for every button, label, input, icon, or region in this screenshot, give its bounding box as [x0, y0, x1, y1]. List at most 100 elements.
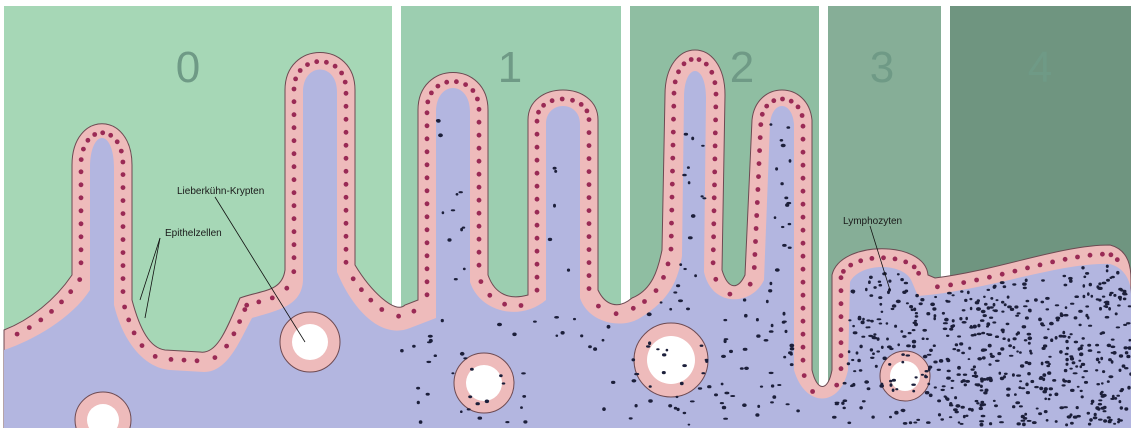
lymphocyte — [847, 362, 850, 365]
lymphocyte — [1070, 389, 1075, 392]
lymphocyte — [783, 356, 786, 359]
epithelial-nucleus — [535, 158, 540, 163]
lymphocyte — [949, 328, 953, 331]
lymphocyte — [1084, 381, 1088, 384]
epithelial-nucleus — [713, 80, 718, 85]
lymphocyte — [768, 289, 772, 292]
epithelial-nucleus — [344, 260, 349, 265]
epithelial-nucleus — [801, 345, 806, 350]
lymphocyte — [873, 333, 876, 335]
epithelial-nucleus — [298, 68, 303, 73]
lymphocyte — [955, 404, 960, 408]
epithelial-nucleus — [642, 299, 647, 304]
lymphocyte — [888, 280, 891, 283]
epithelial-nucleus — [587, 247, 592, 252]
lymphocyte — [1119, 400, 1122, 403]
lymphocyte — [1021, 387, 1025, 389]
epithelial-nucleus — [379, 307, 384, 312]
lymphocyte — [985, 389, 989, 392]
lymphocyte — [648, 399, 653, 402]
lymphocyte — [977, 357, 982, 360]
epithelial-nucleus — [237, 319, 242, 324]
epithelial-nucleus — [801, 241, 806, 246]
epithelial-nucleus — [670, 169, 675, 174]
lymphocyte — [929, 394, 933, 398]
epithelial-nucleus — [1109, 252, 1114, 257]
lymphocyte — [1001, 311, 1004, 313]
lymphocyte — [1069, 279, 1073, 283]
lymphocyte — [901, 353, 905, 356]
epithelial-nucleus — [293, 77, 298, 82]
lymphocyte — [1045, 361, 1050, 364]
lymphocyte — [975, 375, 978, 377]
label-crypts: Lieberkühn-Krypten — [177, 186, 264, 197]
lymphocyte — [1126, 322, 1131, 324]
epithelial-nucleus — [801, 137, 806, 142]
epithelial-nucleus — [425, 253, 430, 258]
crypt-2 — [634, 323, 708, 397]
lymphocyte — [426, 393, 430, 396]
lymphocyte — [922, 329, 927, 332]
lymphocyte — [1006, 323, 1010, 326]
lymphocyte — [1078, 310, 1083, 313]
stage-label-4: 4 — [1028, 43, 1052, 92]
lymphocyte — [602, 407, 606, 411]
lymphocyte — [914, 323, 918, 327]
lymphocyte — [688, 424, 691, 426]
lymphocyte — [922, 337, 925, 340]
lymphocyte — [975, 301, 980, 304]
lymphocyte — [940, 418, 944, 420]
epithelial-nucleus — [412, 309, 417, 314]
epithelial-nucleus — [351, 276, 356, 281]
lymphocyte — [1111, 346, 1116, 349]
lymphocyte — [1022, 325, 1027, 328]
lymphocyte — [915, 294, 919, 297]
epithelial-nucleus — [344, 182, 349, 187]
lymphocyte — [1119, 354, 1123, 357]
lymphocyte — [1032, 421, 1037, 424]
epithelial-nucleus — [676, 69, 681, 74]
lymphocyte — [996, 299, 999, 301]
lymphocyte — [930, 303, 935, 307]
lymphocyte — [962, 309, 966, 311]
lymphocyte — [1123, 298, 1127, 301]
lymphocyte — [686, 308, 690, 311]
lymphocyte — [714, 393, 718, 396]
lymphocyte — [1043, 336, 1048, 339]
lymphocyte — [1013, 337, 1017, 340]
lymphocyte — [502, 382, 506, 384]
lymphocyte — [1074, 316, 1078, 319]
epithelial-nucleus — [79, 234, 84, 239]
lymphocyte — [721, 355, 726, 358]
lymphocyte — [950, 325, 954, 328]
lymphocyte — [769, 123, 772, 126]
lymphocyte — [848, 319, 851, 321]
lymphocyte — [1028, 336, 1033, 340]
lymphocyte — [993, 303, 996, 307]
epithelial-nucleus — [758, 135, 763, 140]
epithelial-nucleus — [444, 80, 449, 85]
lymphocyte — [954, 396, 957, 399]
epithelial-nucleus — [292, 112, 297, 117]
epithelial-nucleus — [753, 239, 758, 244]
lymphocyte — [1049, 394, 1052, 397]
lymphocyte — [602, 339, 605, 342]
lymphocyte — [1062, 331, 1065, 335]
lymphocyte — [897, 273, 900, 275]
lymphocyte — [957, 335, 961, 337]
epithelial-nucleus — [585, 109, 590, 114]
lymphocyte — [924, 376, 928, 379]
epithelial-nucleus — [121, 289, 126, 294]
epithelial-nucleus — [834, 383, 839, 388]
epithelial-nucleus — [140, 343, 145, 348]
lymphocyte — [873, 286, 876, 289]
lymphocyte — [1027, 333, 1032, 336]
epithelial-nucleus — [153, 354, 158, 359]
lymphocyte — [1021, 420, 1026, 422]
lymphocyte — [1044, 398, 1047, 401]
lymphocyte — [901, 361, 904, 364]
lymphocyte — [904, 282, 908, 285]
epithelial-nucleus — [839, 366, 844, 371]
lymphocyte — [933, 344, 936, 347]
lymphocyte — [934, 386, 937, 388]
